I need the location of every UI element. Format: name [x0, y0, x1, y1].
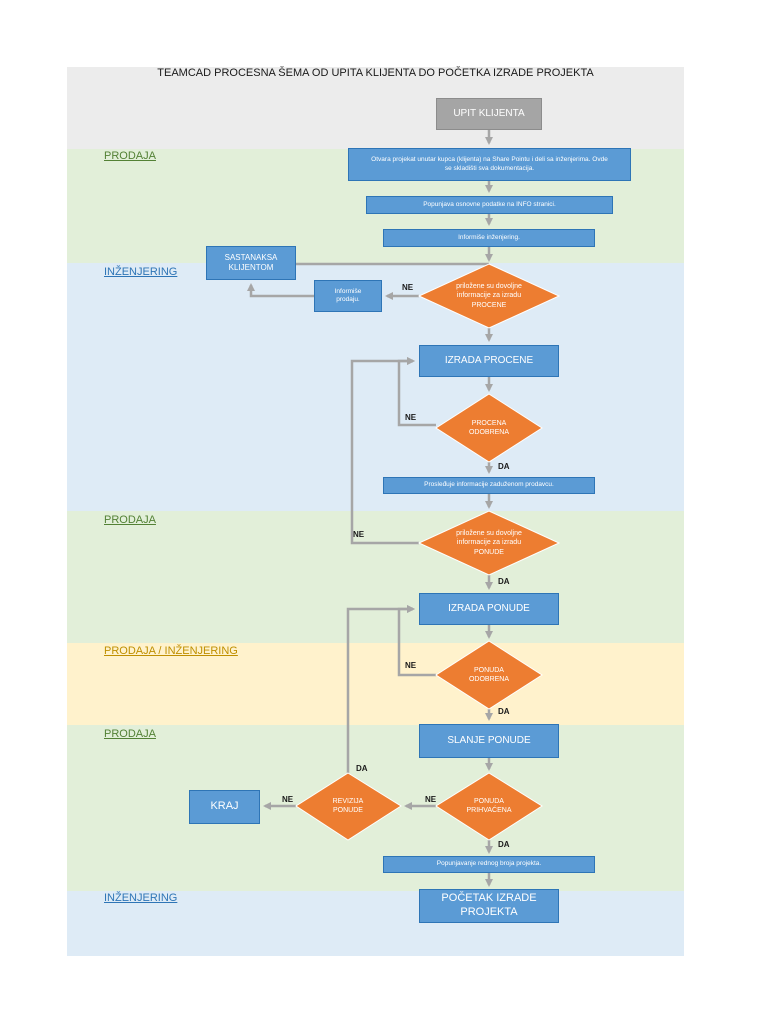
connector [247, 283, 314, 298]
node-sastanak-klijent: SASTANAKSA KLIJENTOM [206, 246, 296, 280]
node-pocetak-izrade: POČETAK IZRADE PROJEKTA [419, 889, 559, 923]
node-otvara-projekat: Otvara projekat unutar kupca (klijenta) … [348, 148, 631, 181]
decision-info-ponude [417, 510, 561, 576]
decision-ponuda-odobrena [435, 640, 543, 710]
node-upit-klijenta: UPIT KLIJENTA [436, 98, 542, 130]
decision-ponuda-odobrena-label: PONUDA ODOBRENA [468, 666, 510, 683]
edge-label-da: DA [498, 840, 510, 849]
node-slanje-ponude: SLANJE PONUDE [419, 724, 559, 758]
node-informise-inzenjering: Informiše inženjering. [383, 229, 595, 247]
header-band [67, 67, 684, 149]
lane-label-prodaja: PRODAJA [104, 150, 156, 162]
node-prosledjuje-info: Prosleđuje informacije zaduženom prodavc… [383, 477, 595, 494]
node-izrada-ponude: IZRADA PONUDE [419, 593, 559, 625]
node-izrada-procene: IZRADA PROCENE [419, 345, 559, 377]
connector [350, 357, 419, 545]
lane-label-prodaja: PRODAJA [104, 514, 156, 526]
decision-ponuda-prihvacena [435, 772, 543, 841]
lane-label-prodaja-inzenjering: PRODAJA / INŽENJERING [104, 645, 238, 657]
band-inzenjering-2 [67, 891, 684, 956]
node-popunjava-info: Popunjava osnovne podatke na INFO strani… [366, 196, 613, 214]
node-kraj: KRAJ [189, 790, 260, 824]
edge-label-da: DA [498, 577, 510, 586]
lane-label-prodaja: PRODAJA [104, 728, 156, 740]
edge-label-da: DA [498, 462, 510, 471]
edge-label-ne: NE [353, 530, 365, 539]
decision-ponuda-prihvacena-label: PONUDA PRIHVAĆENA [466, 797, 512, 814]
node-popunjavanje-broja: Popunjavanje rednog broja projekta. [383, 856, 595, 873]
edge-label-ne: NE [402, 283, 414, 292]
decision-revizija-label: REVIZIJA PONUDE [332, 797, 364, 814]
decision-procena-odobrena [435, 393, 543, 463]
lane-label-inzenjering: INŽENJERING [104, 892, 178, 904]
decision-info-ponude-label: priložene su dovoljne informacije za izr… [456, 530, 522, 556]
node-informise-prodaju: Informiše prodaju. [314, 280, 382, 312]
band-prodaja-inzenjering [67, 643, 684, 725]
edge-label-da: DA [356, 764, 368, 773]
edge-label-ne: NE [425, 795, 437, 804]
decision-revizija-ponude [295, 772, 402, 841]
edge-label-ne: NE [405, 413, 417, 422]
decision-procena-odobrena-label: PROCENA ODOBRENA [468, 419, 510, 436]
decision-info-procene-label: priložene su dovoljne informacije za izr… [456, 283, 522, 309]
page-title: TEAMCAD PROCESNA ŠEMA OD UPITA KLIJENTA … [157, 67, 594, 79]
lane-label-inzenjering: INŽENJERING [104, 266, 178, 278]
edge-label-ne: NE [282, 795, 294, 804]
connector [346, 605, 415, 775]
edge-label-da: DA [498, 707, 510, 716]
decision-info-procene [417, 263, 561, 329]
band-prodaja-2 [67, 511, 684, 643]
edge-label-ne: NE [405, 661, 417, 670]
